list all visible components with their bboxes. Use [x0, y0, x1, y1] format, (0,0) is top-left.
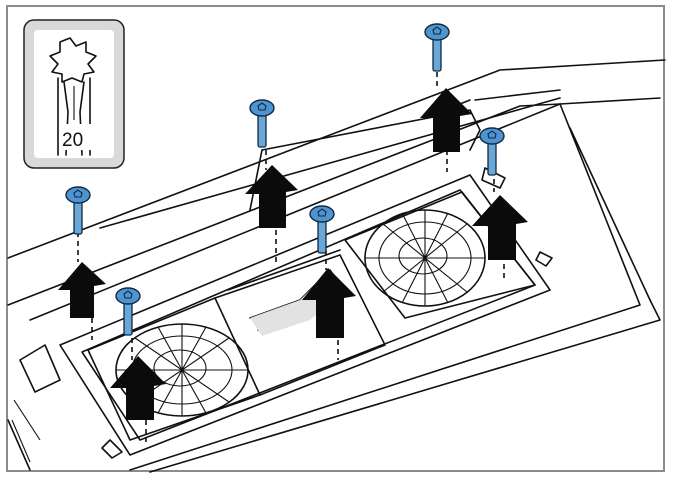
torx-screw-icon [424, 23, 450, 72]
torx-screw-icon [65, 186, 91, 235]
screws [65, 23, 505, 336]
arrow-up-icon [302, 268, 356, 338]
middle-panel [214, 249, 386, 396]
arrow-up-icon [420, 88, 472, 152]
arrow-up-icon [245, 165, 298, 228]
torx-screw-icon [115, 287, 141, 336]
torx-screw-icon [479, 127, 505, 176]
torx-screw-icon [249, 99, 275, 148]
arrow-up-icon [472, 195, 528, 260]
torx-tool-inset: 20 [23, 19, 125, 169]
right-fan-filter [344, 191, 536, 319]
arrow-up-icon [110, 356, 166, 420]
right-fan-grille-spokes [365, 210, 485, 306]
torx-screw-icon [309, 205, 335, 254]
arrow-up-icon [58, 262, 106, 318]
appliance-housing [7, 59, 666, 473]
removal-arrows [58, 88, 528, 420]
left-fan-filter [87, 297, 261, 441]
fan-cover-tray [59, 97, 561, 459]
tool-size-label: 20 [62, 130, 83, 151]
